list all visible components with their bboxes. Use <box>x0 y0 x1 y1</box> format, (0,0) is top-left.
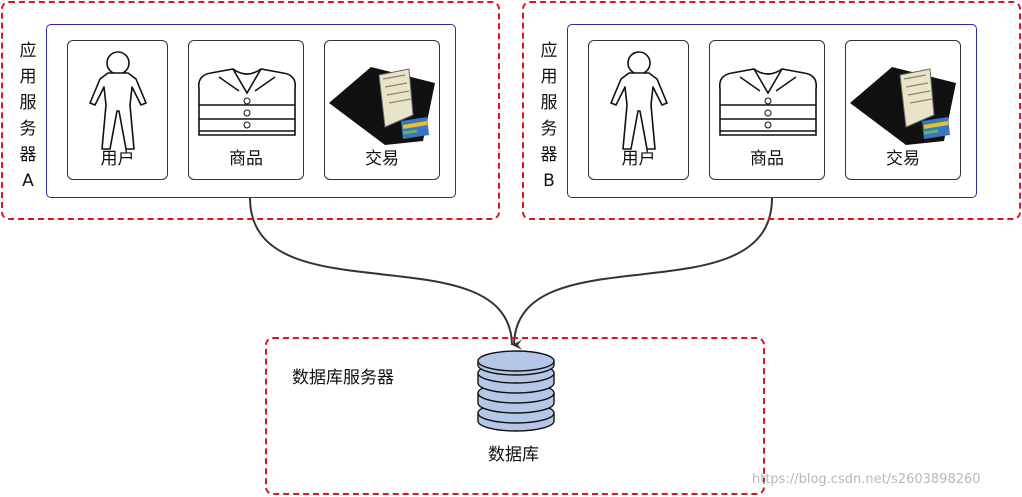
app-server-a-label: 应 用 服 务 器 A <box>19 41 37 191</box>
db-server <box>265 337 765 495</box>
module-label: 商品 <box>229 149 263 169</box>
shirts-icon <box>718 68 818 136</box>
module-user-a: 用户 <box>67 40 168 180</box>
person-icon <box>610 51 668 150</box>
wallet-icon <box>850 67 956 145</box>
module-goods-a: 商品 <box>188 40 304 180</box>
module-label: 用户 <box>621 149 656 169</box>
app-server-b <box>522 1 1021 220</box>
wallet-icon <box>329 67 435 145</box>
person-icon <box>89 51 147 150</box>
database-label: 数据库 <box>488 445 539 465</box>
module-goods-b: 商品 <box>709 40 825 180</box>
arrow-b-to-db <box>513 197 773 346</box>
app-server-b-label: 应 用 服 务 器 B <box>540 41 558 191</box>
db-server-title: 数据库服务器 <box>292 368 394 388</box>
app-server-a <box>1 1 500 220</box>
module-label: 商品 <box>750 149 784 169</box>
module-label: 交易 <box>365 149 399 169</box>
database-icon <box>477 350 555 432</box>
module-label: 交易 <box>886 149 920 169</box>
module-trade-a: 交易 <box>324 40 440 180</box>
shirts-icon <box>197 68 297 136</box>
module-label: 用户 <box>100 149 135 169</box>
module-user-b: 用户 <box>588 40 689 180</box>
arrow-a-to-db <box>249 197 523 350</box>
watermark: https://blog.csdn.net/s2603898260 <box>752 472 981 487</box>
module-trade-b: 交易 <box>845 40 961 180</box>
